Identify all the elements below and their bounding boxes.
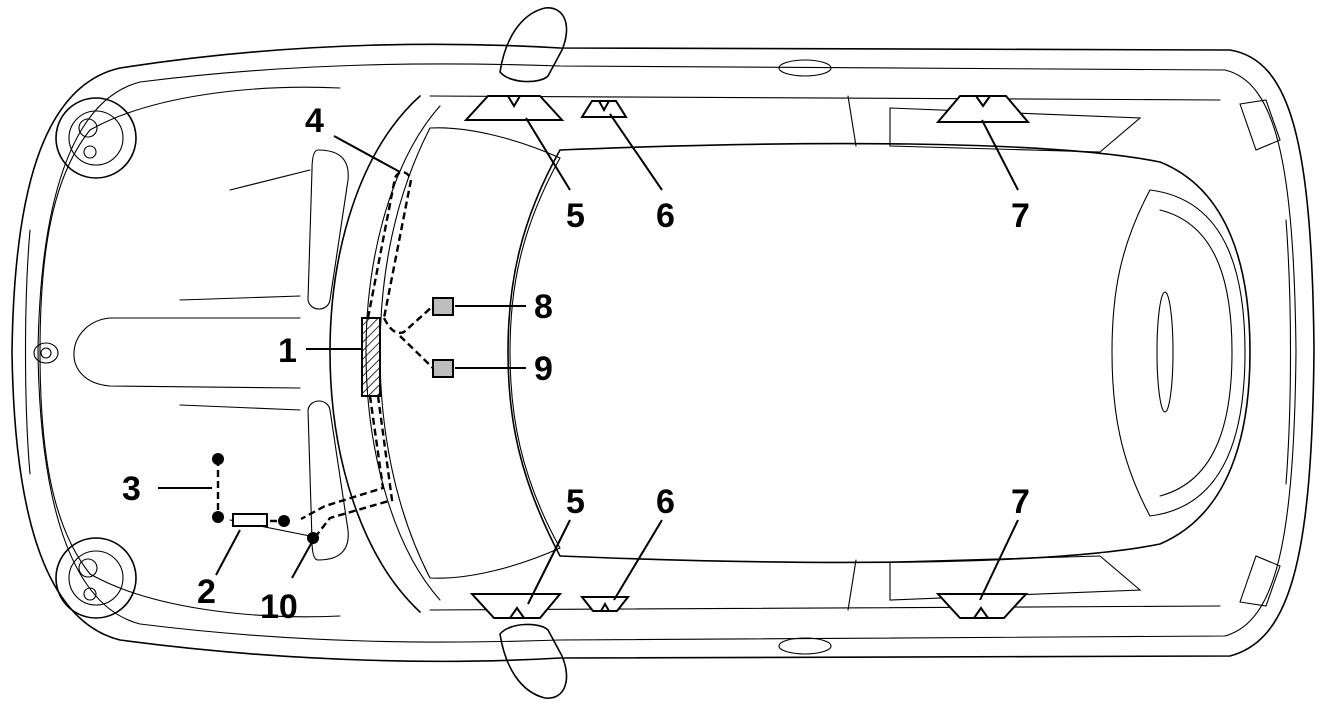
callout-9: 9 [534, 350, 553, 388]
speaker-5-bottom-mark [509, 606, 525, 619]
headlight-top [55, 97, 137, 179]
mirror-bottom [499, 623, 568, 699]
wire-lower-harness [300, 395, 385, 521]
speaker-5-top [463, 95, 565, 121]
front-badge-icon [33, 342, 59, 364]
mirror-top [499, 7, 568, 83]
speaker-6-top-mark [598, 100, 610, 113]
callout-8: 8 [534, 288, 553, 326]
sensor-9 [432, 359, 454, 378]
hood-crease-lower [179, 404, 301, 411]
hood-outline [39, 86, 341, 618]
rear-window [1111, 189, 1246, 517]
hood-bulge [73, 317, 301, 389]
car-body [11, 7, 1315, 699]
b-pillar-bottom [847, 559, 857, 611]
rear-spoiler [1156, 291, 1174, 413]
roof-edge-bottom [429, 605, 1221, 611]
antenna-module [361, 317, 381, 397]
connector-point [278, 515, 290, 527]
rear-side-window-bottom [889, 555, 1142, 601]
leader-10 [291, 541, 313, 579]
ground-point-lower [212, 511, 224, 523]
leader-lines [158, 113, 1019, 605]
taillight-bottom [1239, 555, 1281, 607]
callout-10: 10 [260, 588, 298, 626]
leader-2 [215, 529, 241, 576]
door-handle-top [778, 59, 832, 77]
sensor-8 [432, 297, 454, 316]
b-pillar-top [847, 95, 857, 147]
leader-4 [333, 135, 401, 173]
callout-5-top: 5 [566, 197, 585, 235]
wire-to-sensors [382, 305, 434, 369]
hood-crease-upper [179, 295, 301, 301]
ground-point-upper [212, 453, 224, 465]
callout-7-bottom: 7 [1011, 483, 1030, 521]
callout-2: 2 [197, 573, 216, 611]
speaker-7-top [935, 95, 1031, 123]
callout-6-top: 6 [656, 197, 675, 235]
speaker-5-top-mark [507, 95, 521, 108]
taillight-top [1239, 99, 1281, 151]
roof-outline [507, 142, 1251, 564]
speaker-6-bottom-mark [600, 601, 610, 612]
front-grille [24, 229, 31, 475]
windshield-frame [329, 95, 421, 613]
callout-1: 1 [278, 332, 297, 370]
leader-6-top [609, 113, 663, 191]
door-handle-bottom [778, 637, 832, 655]
body-inner-line [37, 63, 1297, 643]
callout-3: 3 [122, 470, 141, 508]
callout-labels: 1 2 3 4 5 6 7 8 9 5 6 7 10 [122, 102, 1030, 626]
wiring [216, 171, 434, 537]
speaker-7-top-mark [975, 95, 991, 108]
rear-side-window-top [889, 107, 1142, 153]
speaker-7-bottom-mark [973, 606, 989, 619]
components [212, 95, 1031, 619]
connector-point-10 [307, 532, 319, 544]
roof-edge-top [429, 95, 1221, 101]
speaker-7-bottom [935, 593, 1029, 619]
body-outline [11, 43, 1315, 663]
leader-6-bottom [613, 519, 663, 601]
leader-7-bottom [979, 519, 1019, 601]
callout-5-bottom: 5 [566, 483, 585, 521]
front-badge-center [40, 347, 52, 359]
leader-7-top [981, 119, 1019, 191]
leader-5-bottom [527, 519, 571, 605]
speaker-5-bottom [469, 593, 563, 619]
side-intake-upper [307, 149, 349, 310]
rear-window-inner [1159, 209, 1233, 497]
callout-7-top: 7 [1011, 197, 1030, 235]
callout-6-bottom: 6 [656, 483, 675, 521]
hood-line-a [229, 169, 311, 191]
wire-lower-harness-2 [315, 395, 394, 537]
headlight-bottom [55, 537, 137, 619]
side-intake-lower [307, 400, 349, 561]
callout-4: 4 [305, 102, 324, 140]
antenna-filter [232, 513, 268, 527]
rear-bumper-edge [1285, 219, 1292, 485]
leader-5-top [525, 117, 571, 191]
